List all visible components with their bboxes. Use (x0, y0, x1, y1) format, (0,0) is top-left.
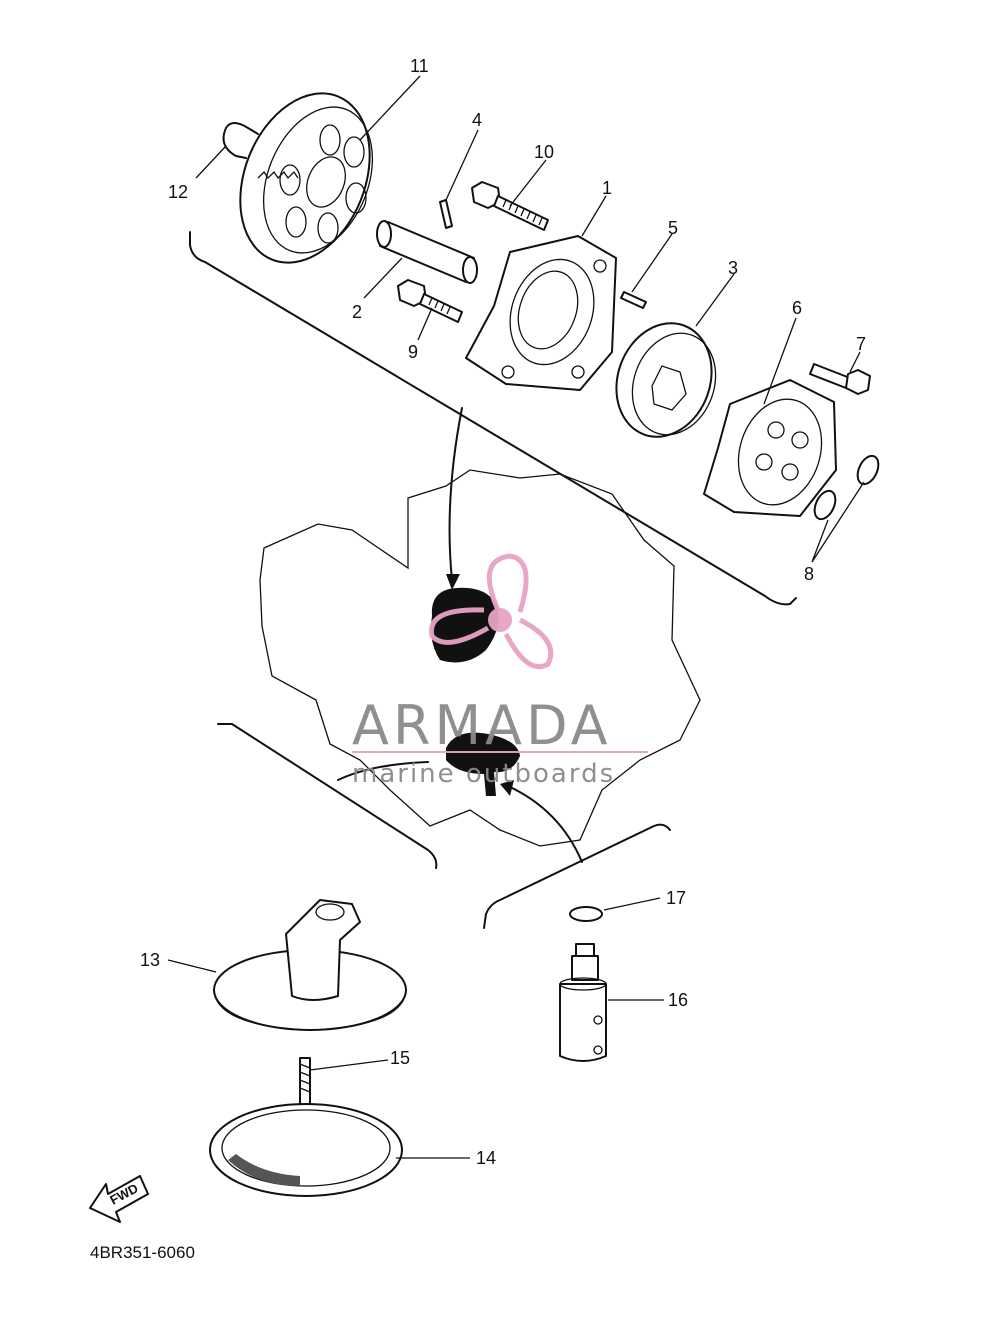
lower-group-bracket-right (483, 823, 671, 929)
propeller-logo-icon (428, 553, 554, 670)
callout-3: 3 (728, 258, 738, 278)
engine-block-outline (259, 469, 701, 847)
part-13-strainer-cover (213, 899, 407, 1031)
leader-lines (167, 75, 865, 1159)
part-5-dowel (620, 291, 647, 309)
upper-arrowhead (446, 574, 460, 590)
lower-group-bracket-left (217, 723, 438, 869)
callout-10: 10 (534, 142, 554, 162)
part-14-strainer-pan (209, 1103, 403, 1197)
callout-14: 14 (476, 1148, 496, 1168)
part-6-pump-cover (703, 379, 837, 517)
callout-13: 13 (140, 950, 160, 970)
strainer-location-mark (446, 732, 520, 796)
upper-group-bracket (189, 231, 797, 606)
part-4-pin (439, 199, 453, 229)
lower-arrowhead (500, 780, 514, 796)
part-10-bolt (471, 181, 549, 231)
part-2-shaft (376, 220, 478, 284)
callout-4: 4 (472, 110, 482, 130)
callout-9: 9 (408, 342, 418, 362)
pump-location-mark (431, 587, 499, 663)
part-17-o-ring (569, 906, 603, 922)
callout-16: 16 (668, 990, 688, 1010)
callout-11: 11 (410, 56, 429, 76)
part-11-drive-gear (239, 92, 374, 264)
part-12-clip (222, 122, 259, 159)
part-3-rotor (615, 322, 717, 438)
upper-location-arrow (448, 407, 463, 581)
callout-5: 5 (668, 218, 678, 238)
callout-6: 6 (792, 298, 802, 318)
part-9-bolt (397, 279, 463, 323)
left-location-arrow (337, 761, 429, 781)
callout-12: 12 (168, 182, 188, 202)
part-7-screw (809, 363, 871, 395)
callout-15: 15 (390, 1048, 410, 1068)
callout-17: 17 (666, 888, 686, 908)
diagram-code: 4BR351-6060 (90, 1243, 195, 1262)
part-1-pump-housing (465, 235, 617, 391)
watermark-tagline: marine outboards (352, 759, 615, 789)
part-16-relief-valve (559, 943, 607, 1062)
forward-direction-arrow: FWD (89, 1175, 149, 1223)
lower-location-arrow (507, 785, 583, 863)
callout-2: 2 (352, 302, 362, 322)
watermark-brand: ARMADA (352, 694, 612, 757)
callout-8: 8 (804, 564, 814, 584)
callout-1: 1 (602, 178, 612, 198)
armada-watermark: ARMADA marine outboards (352, 553, 648, 789)
callout-7: 7 (856, 334, 866, 354)
part-8-o-rings (813, 454, 880, 521)
